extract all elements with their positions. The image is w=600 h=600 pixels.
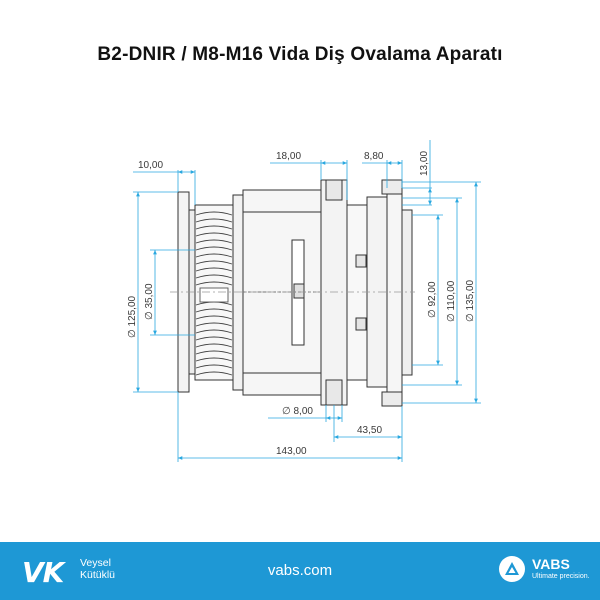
dim-8-8: 8,80 [364,151,384,162]
dim-dia-35: ∅ 35,00 [144,283,155,320]
technical-drawing: 10,00 18,00 8,80 13,00 ∅ 125,00 ∅ 35,00 … [127,140,481,462]
dim-10: 10,00 [138,160,163,171]
vabs-logo-icon [499,556,525,582]
vabs-tagline: Ultimate precision. [532,573,590,580]
housing-bolt [293,283,305,299]
thread-pattern [195,211,233,376]
brand-text: Veysel Kütüklü [80,557,115,581]
dim-143: 143,00 [276,446,307,457]
dim-dia-110: ∅ 110,00 [446,280,457,322]
dimension-lines [133,140,481,462]
right-hub [320,179,348,406]
dim-dia-8: ∅ 8,00 [282,406,313,417]
vk-logo: VK [22,556,64,589]
right-hub-pin [325,379,343,406]
dim-dia-92: ∅ 92,00 [427,281,438,318]
dim-dia-125: ∅ 125,00 [127,295,138,338]
dim-dia-135: ∅ 135,00 [465,279,476,322]
dim-18: 18,00 [276,151,301,162]
dim-13: 13,00 [419,151,430,176]
page-title: B2-DNIR / M8-M16 Vida Diş Ovalama Aparat… [97,44,503,65]
right-cap [386,187,403,399]
website-link[interactable]: vabs.com [267,562,333,579]
footer-bar: VK Veysel Kütüklü vabs.com VABS Ultimate… [0,542,600,600]
shaft [346,204,368,381]
brand-line-1: Veysel [80,557,111,569]
center-collar [232,194,244,391]
dim-43-5: 43,50 [357,425,382,436]
brand-line-2: Kütüklü [80,569,116,581]
vabs-name: VABS [532,556,570,572]
